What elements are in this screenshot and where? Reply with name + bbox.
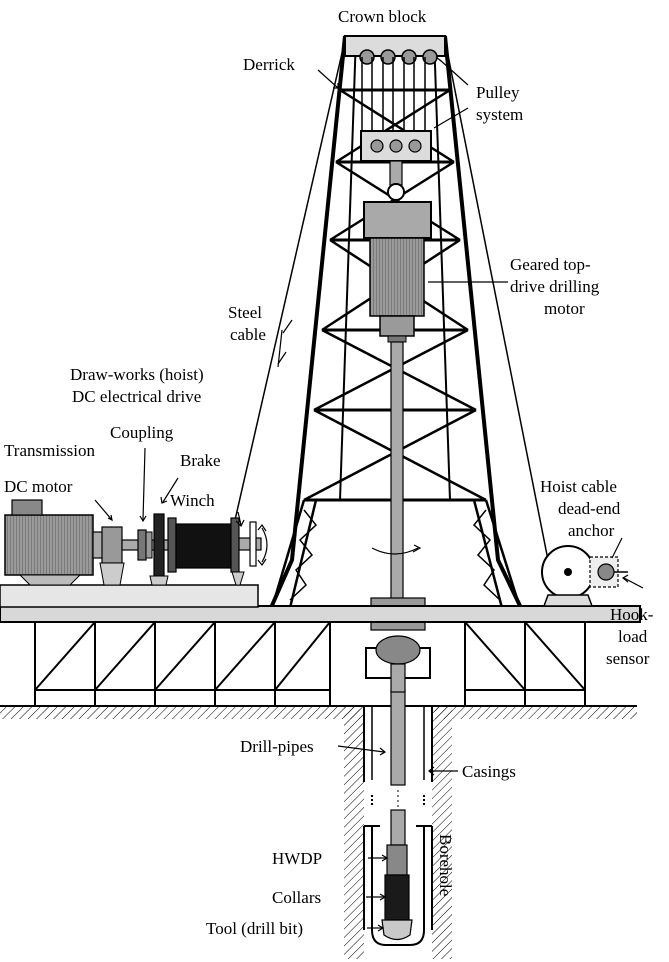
label-coupling: Coupling	[110, 423, 174, 442]
ground	[0, 705, 637, 959]
winch	[167, 517, 262, 586]
hwdp-section	[386, 844, 408, 876]
transmission	[99, 526, 125, 586]
collars-section	[384, 874, 410, 921]
label-casings: Casings	[462, 762, 516, 781]
label-topdrive-3: motor	[544, 299, 585, 318]
label-pulley-1: Pulley	[476, 83, 520, 102]
drill-pipe-string	[381, 689, 413, 941]
dc-motor	[4, 499, 106, 586]
steel-cables	[234, 39, 549, 561]
label-topdrive-1: Geared top-	[510, 255, 591, 274]
label-hwdp: HWDP	[272, 849, 322, 868]
brake	[149, 513, 169, 586]
label-brake: Brake	[180, 451, 221, 470]
coupling	[137, 529, 153, 561]
leader-lines	[94, 56, 644, 932]
text-labels: Crown block Derrick Pulley system Geared…	[4, 7, 654, 938]
label-hookload-3: sensor	[606, 649, 650, 668]
label-collars: Collars	[272, 888, 321, 907]
label-deadend-2: dead-end	[558, 499, 621, 518]
label-drawworks-1: Draw-works (hoist)	[70, 365, 204, 384]
label-tool: Tool (drill bit)	[206, 919, 303, 938]
label-hookload-1: Hook-	[610, 605, 654, 624]
label-steel-1: Steel	[228, 303, 262, 322]
label-drawworks-2: DC electrical drive	[72, 387, 201, 406]
label-steel-2: cable	[230, 325, 266, 344]
label-deadend-3: anchor	[568, 521, 615, 540]
label-drill-pipes: Drill-pipes	[240, 737, 314, 756]
derrick	[268, 35, 524, 611]
label-topdrive-2: drive drilling	[510, 277, 600, 296]
label-pulley-2: system	[476, 105, 523, 124]
top-drive-motor	[363, 201, 432, 343]
label-derrick: Derrick	[243, 55, 295, 74]
dead-end-anchor	[541, 545, 628, 607]
platform	[0, 584, 641, 706]
drill-bit	[381, 919, 413, 941]
label-borehole: Borehole	[436, 834, 455, 896]
label-dc-motor: DC motor	[4, 477, 73, 496]
label-crown-block: Crown block	[338, 7, 427, 26]
travelling-block	[360, 130, 432, 201]
label-transmission: Transmission	[4, 441, 96, 460]
label-deadend-1: Hoist cable	[540, 477, 617, 496]
winch-rotation-arrow	[257, 523, 268, 567]
crown-block	[344, 35, 446, 65]
drill-pipe-above	[370, 341, 426, 693]
label-hookload-2: load	[618, 627, 648, 646]
label-winch: Winch	[170, 491, 215, 510]
